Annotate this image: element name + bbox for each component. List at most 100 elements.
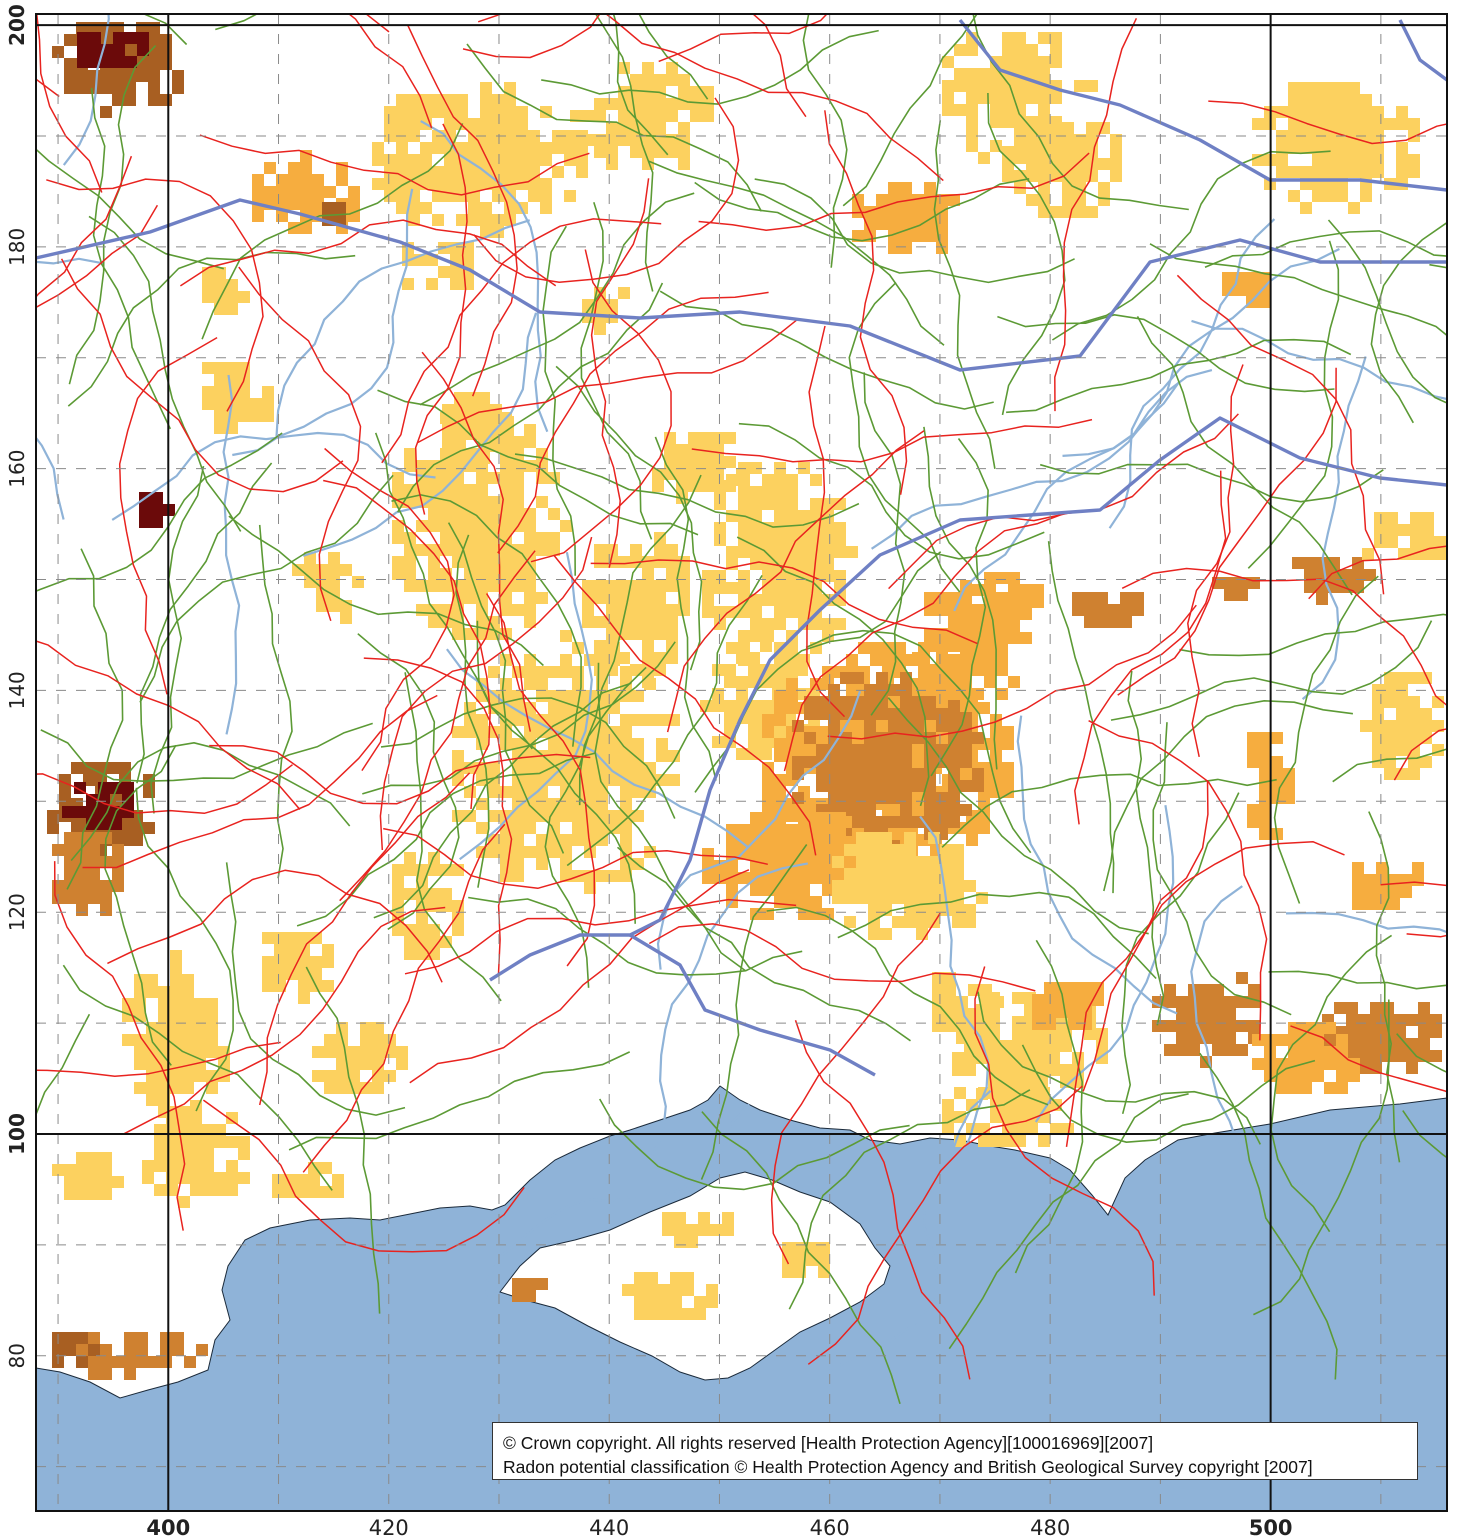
radon-cell (500, 520, 512, 532)
radon-cell (990, 116, 1002, 128)
radon-cell (1420, 708, 1432, 720)
radon-cell (300, 222, 312, 234)
radon-cell (88, 1368, 100, 1380)
radon-cell (64, 58, 76, 70)
radon-cell (710, 1224, 722, 1236)
radon-cell (540, 190, 552, 202)
radon-cell (774, 690, 786, 702)
radon-cell (840, 780, 852, 792)
aroads-line (590, 178, 650, 568)
radon-cell (594, 616, 606, 628)
radon-cell (1002, 80, 1014, 92)
radon-cell (452, 750, 464, 762)
radon-cell (810, 812, 822, 824)
radon-cell (516, 154, 528, 166)
radon-cell (464, 726, 476, 738)
radon-cell (324, 186, 336, 198)
radon-cell (158, 1034, 170, 1046)
radon-cell (442, 440, 454, 452)
radon-cell (112, 868, 124, 880)
radon-cell (408, 154, 420, 166)
radon-cell (274, 980, 286, 992)
radon-cell (312, 1046, 324, 1058)
radon-cell (1012, 1040, 1024, 1052)
radon-cell (644, 714, 656, 726)
broads-line (36, 1013, 91, 1117)
radon-cell (664, 444, 676, 456)
radon-cell (1000, 1052, 1012, 1064)
radon-cell (444, 118, 456, 130)
radon-cell (1358, 1014, 1370, 1026)
radon-cell (960, 780, 972, 792)
radon-cell (1074, 170, 1086, 182)
radon-cell (674, 1236, 686, 1248)
radon-cell (666, 604, 678, 616)
aroads-line (36, 204, 159, 309)
radon-cell (1382, 1002, 1394, 1014)
radon-cell (642, 556, 654, 568)
radon-cell (452, 520, 464, 532)
radon-cell (936, 720, 948, 732)
radon-cell (668, 774, 680, 786)
radon-cell (476, 532, 488, 544)
radon-cell (966, 92, 978, 104)
radon-cell (464, 496, 476, 508)
radon-cell (404, 580, 416, 592)
radon-cell (416, 460, 428, 472)
radon-cell (1074, 194, 1086, 206)
radon-cell (468, 178, 480, 190)
radon-cell (504, 166, 516, 178)
radon-cell (476, 472, 488, 484)
radon-cell (134, 998, 146, 1010)
radon-cell (1408, 118, 1420, 130)
radon-cell (620, 798, 632, 810)
radon-cell (300, 198, 312, 210)
radon-cell (1406, 1062, 1418, 1074)
radon-cell (944, 1008, 956, 1020)
radon-cell (408, 94, 420, 106)
radon-cell (1002, 44, 1014, 56)
radon-cell (952, 844, 964, 856)
aroads-line (806, 325, 846, 718)
radon-cell (1312, 166, 1324, 178)
radon-cell (966, 140, 978, 152)
radon-cell (1358, 1026, 1370, 1038)
radon-cell (748, 652, 760, 664)
radon-cell (990, 1111, 1002, 1123)
radon-cell (478, 428, 490, 440)
radon-cell (170, 962, 182, 974)
radon-cell (828, 744, 840, 756)
radon-cell (654, 146, 666, 158)
broads-line (659, 290, 994, 410)
radon-cell (1014, 92, 1026, 104)
rivers-line (1016, 715, 1178, 1015)
radon-cell (1292, 557, 1304, 569)
radon-cell (124, 1356, 136, 1368)
radon-cell (500, 580, 512, 592)
radon-cell (1348, 202, 1360, 214)
radon-cell (782, 1266, 794, 1278)
broads-line (88, 215, 242, 532)
radon-cell (432, 190, 444, 202)
radon-cell (194, 1010, 206, 1022)
radon-cell (524, 702, 536, 714)
radon-cell (170, 1046, 182, 1058)
rivers-line (1190, 885, 1305, 1185)
radon-cell (182, 974, 194, 986)
radon-cell (1362, 548, 1374, 560)
radon-cell (300, 162, 312, 174)
radon-cell (654, 592, 666, 604)
radon-cell (662, 1224, 674, 1236)
radon-cell (392, 484, 404, 496)
radon-cell (798, 558, 810, 570)
y-tick-label: 120 (5, 893, 29, 931)
radon-cell (1012, 1064, 1024, 1076)
radon-cell (1026, 140, 1038, 152)
radon-cell (880, 928, 892, 940)
radon-cell (738, 498, 750, 510)
radon-cell (702, 86, 714, 98)
radon-cell (630, 146, 642, 158)
radon-cell (750, 558, 762, 570)
radon-cell (1036, 1040, 1048, 1052)
radon-cell (396, 142, 408, 154)
